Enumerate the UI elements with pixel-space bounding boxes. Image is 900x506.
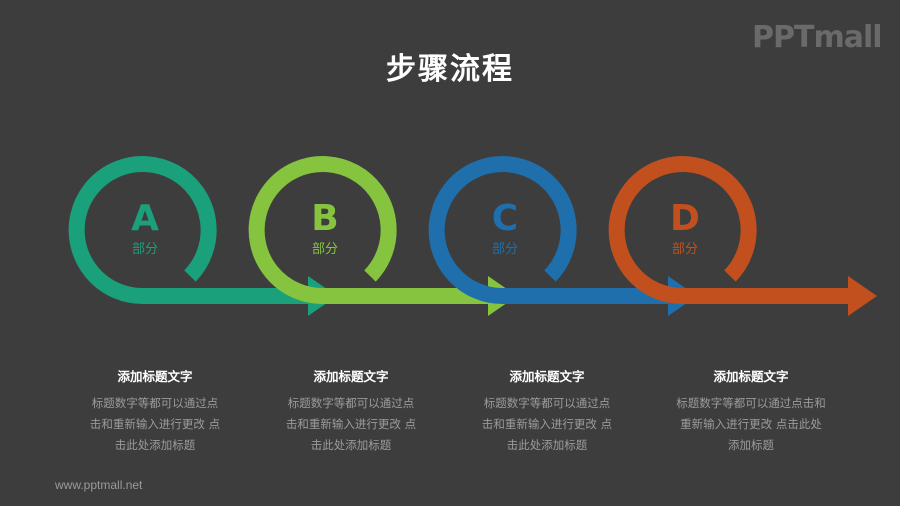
desc-line: 标题数字等都可以通过点: [483, 396, 611, 410]
page-title: 步骤流程: [386, 52, 514, 87]
step-d-description: 添加标题文字 标题数字等都可以通过点击和 重新输入进行更改 点击此处 添加标题: [666, 366, 836, 456]
step-c-letter: C: [492, 198, 518, 239]
step-d-desc-body: 标题数字等都可以通过点击和 重新输入进行更改 点击此处 添加标题: [666, 393, 836, 456]
desc-line: 击此处添加标题: [506, 438, 588, 452]
desc-line: 击此处添加标题: [114, 438, 196, 452]
brand-logo: PPTmall: [752, 20, 883, 55]
desc-line: 击和重新输入进行更改 点: [89, 417, 221, 431]
desc-line: 添加标题: [728, 438, 774, 452]
step-d-connector: [608, 156, 877, 316]
step-b-desc-body: 标题数字等都可以通过点 击和重新输入进行更改 点 击此处添加标题: [266, 393, 436, 456]
desc-line: 击和重新输入进行更改 点: [285, 417, 417, 431]
step-c-desc-title: 添加标题文字: [509, 369, 585, 384]
desc-line: 标题数字等都可以通过点: [287, 396, 415, 410]
step-c-desc-body: 标题数字等都可以通过点 击和重新输入进行更改 点 击此处添加标题: [462, 393, 632, 456]
step-a-desc-body: 标题数字等都可以通过点 击和重新输入进行更改 点 击此处添加标题: [70, 393, 240, 456]
step-d-desc-title: 添加标题文字: [713, 369, 789, 384]
desc-line: 标题数字等都可以通过点击和: [676, 396, 826, 410]
step-a-desc-title: 添加标题文字: [117, 369, 193, 384]
step-a-label: 部分: [132, 242, 158, 257]
desc-line: 标题数字等都可以通过点: [91, 396, 219, 410]
step-b-label: 部分: [312, 242, 338, 257]
step-c-description: 添加标题文字 标题数字等都可以通过点 击和重新输入进行更改 点 击此处添加标题: [462, 366, 632, 456]
step-b-desc-title: 添加标题文字: [313, 369, 389, 384]
step-b-letter: B: [311, 198, 338, 239]
step-c-label: 部分: [492, 242, 518, 257]
footer-url: www.pptmall.net: [55, 478, 143, 492]
step-b-description: 添加标题文字 标题数字等都可以通过点 击和重新输入进行更改 点 击此处添加标题: [266, 366, 436, 456]
step-d-letter: D: [670, 198, 700, 239]
desc-line: 击此处添加标题: [310, 438, 392, 452]
step-d-label: 部分: [672, 242, 698, 257]
step-a-description: 添加标题文字 标题数字等都可以通过点 击和重新输入进行更改 点 击此处添加标题: [70, 366, 240, 456]
desc-line: 重新输入进行更改 点击此处: [680, 417, 822, 431]
desc-line: 击和重新输入进行更改 点: [481, 417, 613, 431]
step-a-letter: A: [131, 198, 159, 239]
